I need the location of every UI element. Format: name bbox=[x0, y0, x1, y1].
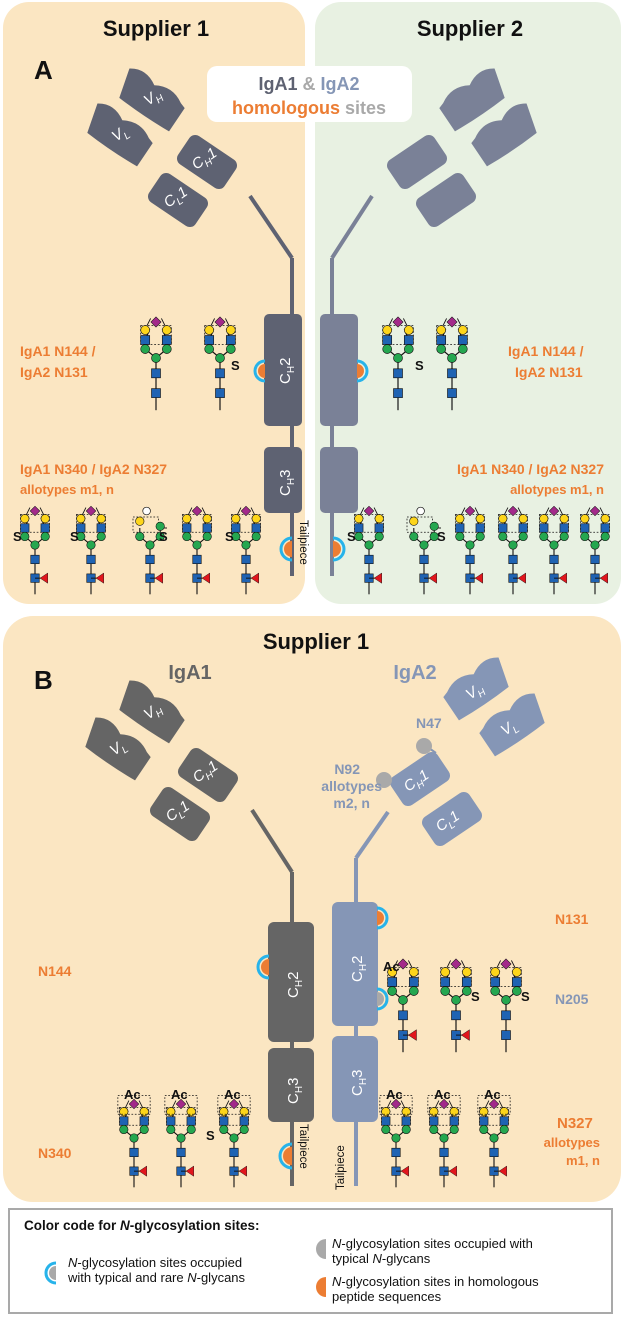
panel-b-site-n205 bbox=[376, 987, 389, 1011]
panel-a-site-ch2-right bbox=[356, 359, 369, 383]
svg-text:Ac: Ac bbox=[124, 1087, 141, 1102]
panel-b-site-n340 bbox=[278, 1142, 293, 1170]
panel-b-iga2-antibody bbox=[332, 653, 552, 1186]
panel-b-site-n144 bbox=[256, 954, 270, 980]
svg-text:Ac: Ac bbox=[484, 1087, 501, 1102]
svg-text:allotypes: allotypes bbox=[321, 778, 382, 794]
panel-b-letter: B bbox=[34, 665, 53, 695]
panel-b-site-labels: N47 N92 allotypes m2, n N131 N144 N205 N… bbox=[38, 715, 600, 1168]
panel-b-site-n92 bbox=[376, 772, 392, 788]
panel-a-site-tail-right bbox=[332, 536, 346, 562]
panel-a-key-line2: homologous sites bbox=[232, 98, 386, 118]
panel-b-iga1-antibody bbox=[78, 676, 314, 1186]
svg-text:S: S bbox=[206, 1128, 215, 1143]
legend-marker-typical bbox=[316, 1239, 326, 1259]
panel-b-bg bbox=[3, 616, 621, 1202]
panel-a-supplier2-bg bbox=[315, 2, 621, 604]
panel-a-site-labels: IgA1 N144 / IgA2 N131 IgA1 N144 / IgA2 N… bbox=[20, 343, 604, 497]
svg-text:S: S bbox=[225, 529, 234, 544]
svg-text:CH2: CH2 bbox=[349, 956, 369, 982]
panel-a-supplier2-title: Supplier 2 bbox=[417, 16, 523, 41]
svg-text:S: S bbox=[521, 989, 530, 1004]
svg-text:CH3: CH3 bbox=[285, 1078, 305, 1104]
svg-text:allotypes: allotypes bbox=[544, 1135, 600, 1150]
panel-a-tailpiece: Tailpiece bbox=[297, 520, 309, 565]
panel-a-key-box bbox=[207, 66, 412, 122]
svg-text:IgA2 N131: IgA2 N131 bbox=[20, 364, 88, 380]
legend-title: Color code for N-glycosylation sites: bbox=[24, 1218, 260, 1233]
svg-text:S: S bbox=[70, 529, 79, 544]
svg-text:S: S bbox=[159, 529, 168, 544]
legend-item-homologous: N-glycosylation sites in homologous pept… bbox=[332, 1274, 539, 1304]
svg-text:S: S bbox=[347, 529, 356, 544]
svg-text:IgA2 N131: IgA2 N131 bbox=[515, 364, 583, 380]
svg-text:S: S bbox=[437, 529, 446, 544]
svg-text:CH2: CH2 bbox=[285, 972, 305, 998]
panel-a-letter: A bbox=[34, 55, 53, 85]
svg-text:IgA1 N340 / IgA2 N327: IgA1 N340 / IgA2 N327 bbox=[457, 461, 604, 477]
panel-a-antibody-left bbox=[80, 64, 302, 576]
panel-b-iga1-title: IgA1 bbox=[168, 662, 211, 684]
svg-text:S: S bbox=[231, 358, 240, 373]
svg-text:CH3: CH3 bbox=[349, 1070, 369, 1096]
legend-marker-typical-rare bbox=[44, 1261, 57, 1285]
svg-text:N144: N144 bbox=[38, 963, 72, 979]
panel-a-glycans-site2-right: S S bbox=[347, 506, 609, 595]
panel-b-iga2-title: IgA2 bbox=[393, 662, 436, 684]
panel-a-site-ch2-left bbox=[253, 359, 266, 383]
panel-b-site-n47 bbox=[416, 738, 437, 754]
panel-b-site-n131 bbox=[376, 906, 389, 930]
svg-text:N131: N131 bbox=[555, 911, 589, 927]
panel-a-domain-labels-left: VH VL CH1 CL1 CH2 CH3 bbox=[109, 89, 297, 496]
svg-text:m1, n: m1, n bbox=[566, 1153, 600, 1168]
svg-text:S: S bbox=[13, 529, 22, 544]
svg-text:CH3: CH3 bbox=[277, 470, 297, 496]
panel-a-glycans-site2-left: S S S S bbox=[13, 506, 260, 595]
svg-text:S: S bbox=[415, 358, 424, 373]
panel-b-iga1-tailpiece: Tailpiece bbox=[297, 1124, 309, 1169]
svg-text:N205: N205 bbox=[555, 991, 589, 1007]
svg-text:IgA1 N340 / IgA2 N327: IgA1 N340 / IgA2 N327 bbox=[20, 461, 167, 477]
figure: Supplier 1 Supplier 2 A IgA1 & IgA2 homo… bbox=[3, 2, 621, 1202]
panel-a-supplier1-title: Supplier 1 bbox=[103, 16, 209, 41]
panel-a-antibody-right bbox=[320, 64, 544, 576]
legend-box: Color code for N-glycosylation sites: N-… bbox=[8, 1208, 613, 1314]
panel-b-glycans-n205: Ac S S bbox=[383, 958, 530, 1053]
svg-text:Ac: Ac bbox=[434, 1087, 451, 1102]
legend-marker-homologous bbox=[316, 1277, 326, 1297]
legend-item-typical-rare: N-glycosylation sites occupied with typi… bbox=[68, 1255, 246, 1285]
svg-text:Ac: Ac bbox=[224, 1087, 241, 1102]
panel-a-glycans-site1-right: S bbox=[382, 316, 468, 411]
svg-text:m2, n: m2, n bbox=[333, 795, 370, 811]
panel-a-site-tail-left bbox=[279, 536, 293, 562]
svg-text:CH2: CH2 bbox=[277, 358, 297, 384]
panel-b-glycans-n340: Ac Ac Ac S bbox=[118, 1087, 250, 1187]
svg-text:Ac: Ac bbox=[171, 1087, 188, 1102]
svg-text:Ac: Ac bbox=[383, 959, 400, 974]
svg-text:allotypes m1, n: allotypes m1, n bbox=[20, 482, 114, 497]
svg-text:S: S bbox=[471, 989, 480, 1004]
svg-text:N92: N92 bbox=[334, 761, 360, 777]
panel-b-iga2-tailpiece: Tailpiece bbox=[335, 1145, 347, 1190]
svg-text:N47: N47 bbox=[416, 715, 442, 731]
panel-a-glycans-site1-left: S bbox=[140, 316, 240, 411]
panel-b-supplier-title: Supplier 1 bbox=[263, 629, 369, 654]
legend-item-typical: N-glycosylation sites occupied with typi… bbox=[332, 1236, 533, 1266]
panel-a-key-line1: IgA1 & IgA2 bbox=[258, 74, 359, 94]
svg-text:IgA1 N144 /: IgA1 N144 / bbox=[20, 343, 96, 359]
panel-b-glycans-n327: Ac Ac Ac bbox=[380, 1087, 510, 1187]
svg-text:IgA1 N144 /: IgA1 N144 / bbox=[508, 343, 584, 359]
svg-text:N327: N327 bbox=[557, 1115, 593, 1132]
panel-a-supplier1-bg bbox=[3, 2, 305, 604]
svg-text:N340: N340 bbox=[38, 1145, 72, 1161]
svg-text:allotypes m1, n: allotypes m1, n bbox=[510, 482, 604, 497]
svg-text:Ac: Ac bbox=[386, 1087, 403, 1102]
